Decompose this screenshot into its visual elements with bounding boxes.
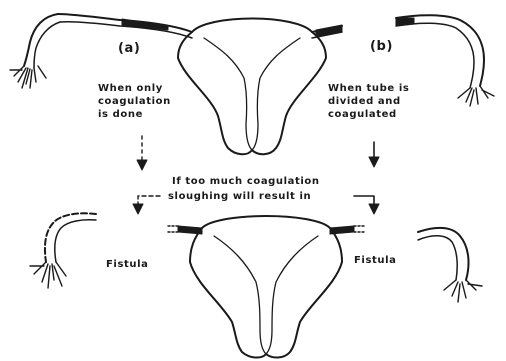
top-uterus xyxy=(178,19,326,155)
fistula-right-label: Fistula xyxy=(354,254,397,267)
center-note-line1: If too much coagulation xyxy=(172,175,320,188)
bottom-right-tube xyxy=(418,228,482,302)
top-left-tube xyxy=(10,14,192,88)
bottom-left-tube xyxy=(30,213,96,288)
split-arrow-right xyxy=(354,196,379,214)
bottom-uterus xyxy=(166,216,366,358)
note-divided-coagulated: When tube is divided and coagulated xyxy=(328,82,409,121)
note-coagulation-only: When only coagulation is done xyxy=(98,82,171,121)
split-arrow-left xyxy=(133,196,160,214)
center-note-line2: sloughing will result in xyxy=(168,190,311,203)
right-down-arrow xyxy=(369,142,379,167)
panel-a-label: (a) xyxy=(118,42,140,55)
fistula-left-label: Fistula xyxy=(106,258,149,271)
panel-b-label: (b) xyxy=(370,40,393,53)
left-down-arrow xyxy=(137,136,147,170)
